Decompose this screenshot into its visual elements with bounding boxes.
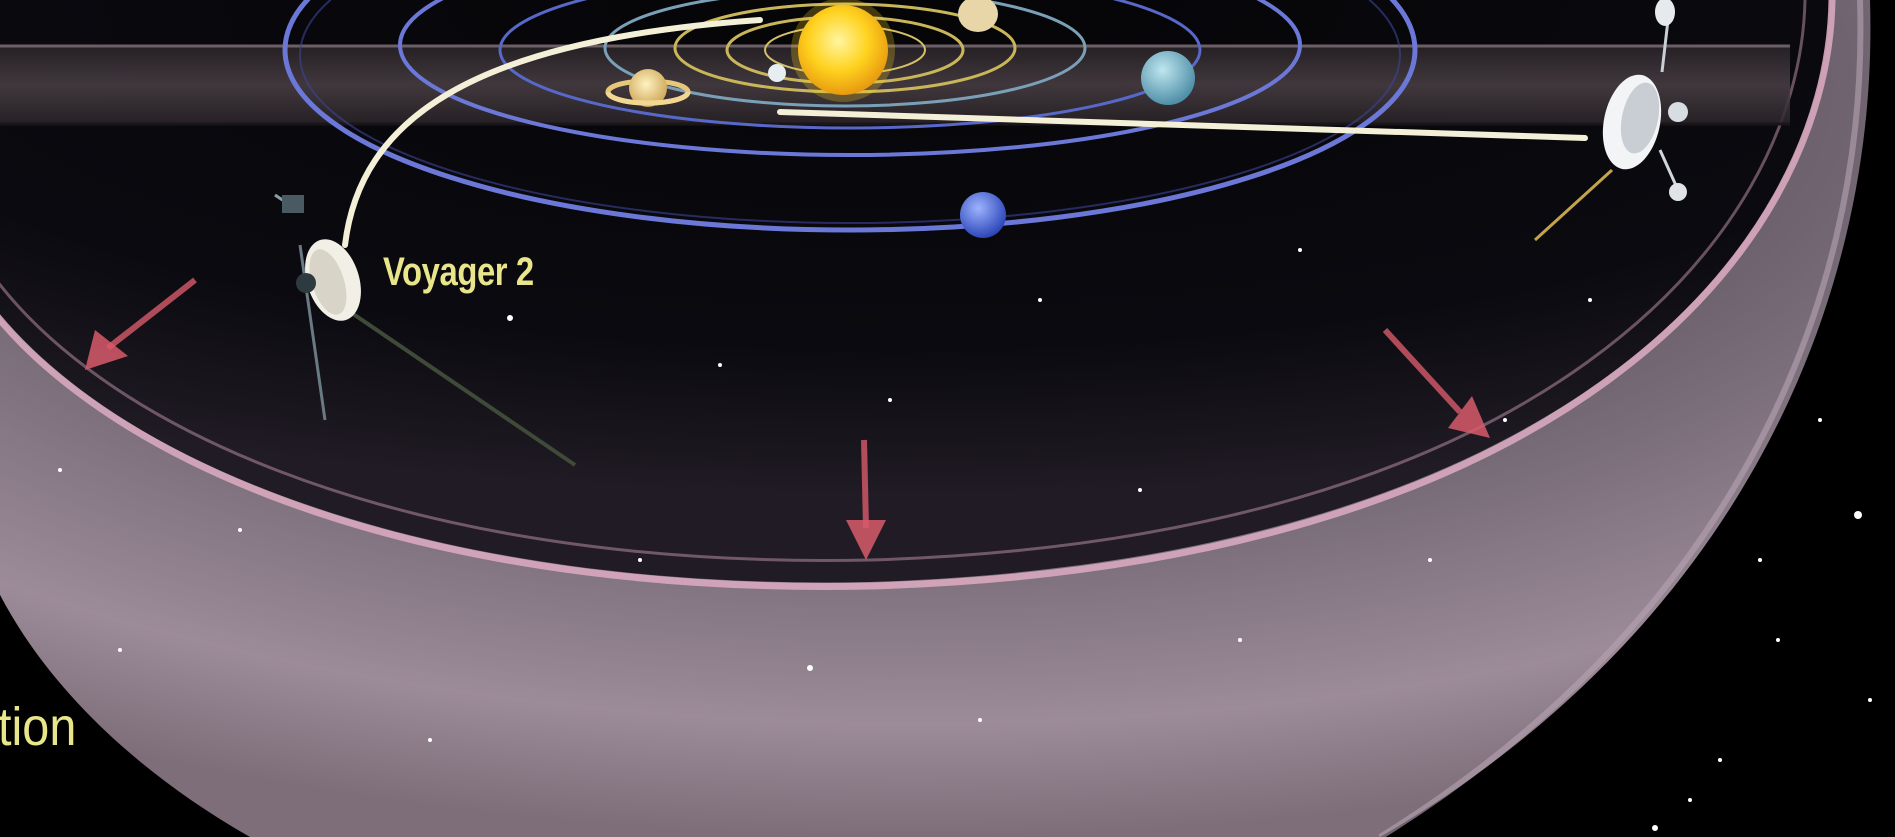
uranus-icon xyxy=(1141,51,1195,105)
voyager-1-spacecraft-icon xyxy=(1533,0,1688,242)
saturn-icon xyxy=(605,69,691,107)
inner-heliosphere xyxy=(0,0,1830,583)
voyager-2-label: Voyager 2 xyxy=(383,250,534,294)
star-field xyxy=(58,248,1872,831)
voyager-2-trajectory xyxy=(342,17,763,248)
outward-arrow-icon xyxy=(85,277,197,370)
outward-arrow-icon xyxy=(846,439,886,560)
neptune-icon xyxy=(960,192,1006,238)
termination-shock-ring xyxy=(0,0,1836,590)
outward-arrow-icon xyxy=(1382,327,1490,438)
partial-label: tion xyxy=(0,697,77,757)
voyager-1-trajectory xyxy=(777,109,1588,141)
termination-shock-ring-inner xyxy=(0,0,1807,562)
heliopause-edge xyxy=(1378,0,1864,837)
jupiter-icon xyxy=(958,0,998,32)
sun-icon xyxy=(791,0,895,102)
voyager-2-spacecraft-icon xyxy=(274,193,577,467)
inner-planet-icon xyxy=(768,64,786,82)
